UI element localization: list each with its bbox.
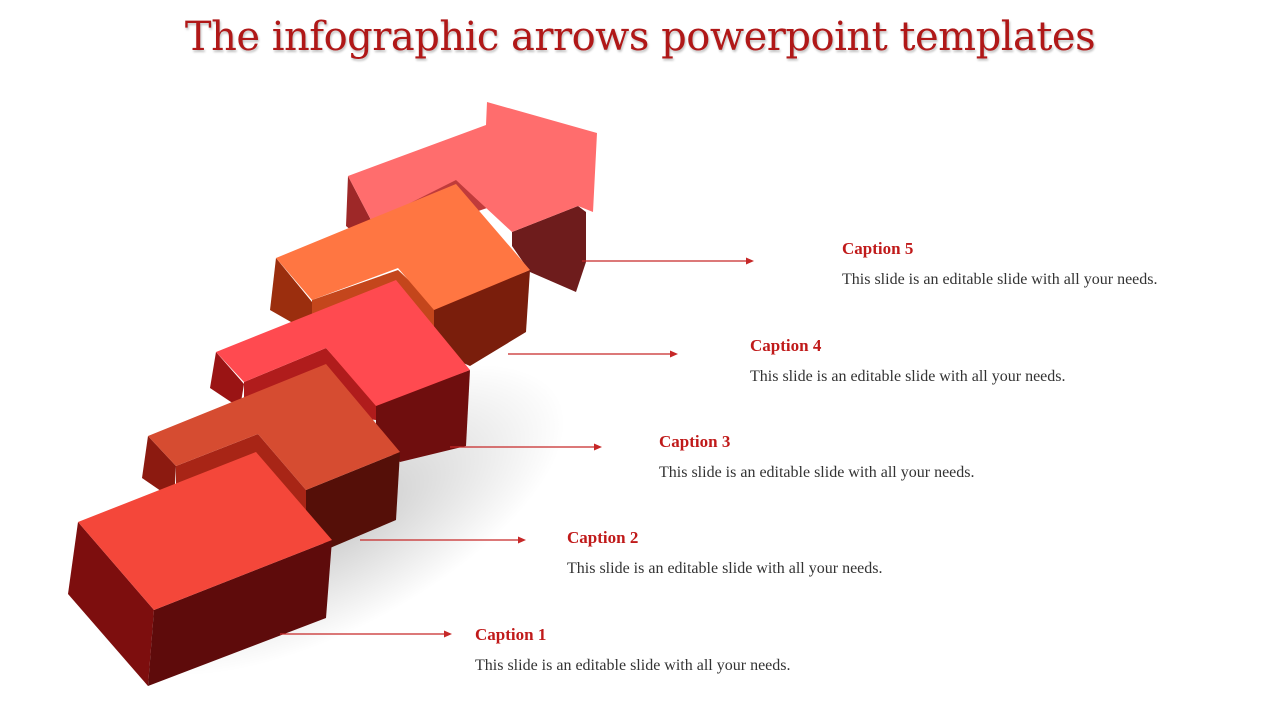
block-1-right-face bbox=[148, 540, 332, 686]
caption-2-text: This slide is an editable slide with all… bbox=[567, 560, 883, 577]
caption-1-title: Caption 1 bbox=[475, 625, 547, 644]
caption-1-text: This slide is an editable slide with all… bbox=[475, 657, 791, 674]
caption-5-text: This slide is an editable slide with all… bbox=[842, 271, 1158, 288]
caption-4-title: Caption 4 bbox=[750, 336, 822, 355]
block-4-top-face bbox=[276, 184, 530, 310]
block-1-left-face bbox=[68, 522, 154, 686]
connector-arrowhead-5 bbox=[746, 257, 754, 265]
slide-title: The infographic arrows powerpoint templa… bbox=[184, 14, 1096, 60]
caption-2-title: Caption 2 bbox=[567, 528, 639, 547]
block-2-right-face bbox=[306, 452, 400, 548]
caption-block-3: Caption 3 This slide is an editable slid… bbox=[659, 432, 1019, 484]
connector-lines bbox=[280, 257, 754, 638]
block-4-right-face bbox=[434, 270, 530, 366]
caption-4-text: This slide is an editable slide with all… bbox=[750, 368, 1066, 385]
caption-block-2: Caption 2 This slide is an editable slid… bbox=[567, 528, 927, 580]
arrow-head-right-face bbox=[512, 206, 586, 292]
caption-5-title: Caption 5 bbox=[842, 239, 914, 258]
connector-arrowhead-3 bbox=[594, 443, 602, 451]
block-2-top-face bbox=[148, 364, 400, 490]
caption-3-text: This slide is an editable slide with all… bbox=[659, 464, 975, 481]
block-step-1 bbox=[68, 452, 332, 686]
caption-block-5: Caption 5 This slide is an editable slid… bbox=[842, 239, 1202, 291]
caption-3-title: Caption 3 bbox=[659, 432, 731, 451]
block-2-left-side bbox=[142, 436, 176, 500]
block-3-left-side bbox=[210, 352, 244, 408]
block-step-4 bbox=[270, 184, 530, 366]
block-3-right-face bbox=[376, 370, 470, 462]
block-4-left-side bbox=[270, 258, 312, 334]
caption-block-4: Caption 4 This slide is an editable slid… bbox=[750, 336, 1110, 388]
connector-arrowhead-4 bbox=[670, 350, 678, 358]
block-1-top-face bbox=[78, 452, 332, 610]
connector-arrowhead-2 bbox=[518, 536, 526, 544]
connector-arrowhead-1 bbox=[444, 630, 452, 638]
caption-block-1: Caption 1 This slide is an editable slid… bbox=[475, 625, 835, 677]
arrow-head-top-face bbox=[348, 102, 597, 232]
block-3-top-face bbox=[216, 280, 470, 406]
